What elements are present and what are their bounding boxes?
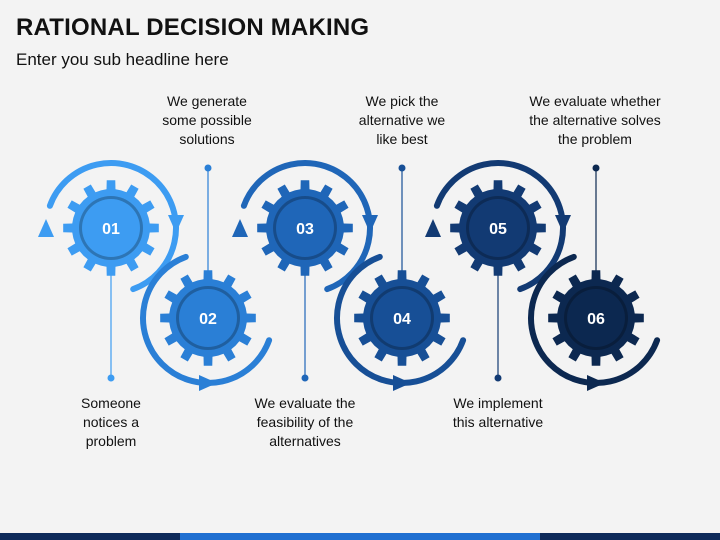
step-03-arrow-down [362, 215, 378, 233]
step-05-gear: 05 [450, 180, 546, 276]
step-04-gear: 04 [354, 270, 450, 366]
bottom-accent-bar [0, 533, 720, 540]
page-title: RATIONAL DECISION MAKING [16, 14, 370, 41]
step-02-arc [140, 253, 273, 386]
step-03-number: 03 [296, 221, 314, 238]
step-05-number: 05 [489, 221, 507, 238]
step-02-connector-dot [204, 164, 212, 172]
bottom-bar-left [0, 533, 180, 540]
gear-03-center [276, 199, 334, 257]
bottom-bar-middle [180, 533, 540, 540]
step-04-number: 04 [393, 311, 411, 328]
step-02-caption: We generate some possible solutions [162, 93, 252, 147]
step-02-arrow-right [199, 375, 217, 391]
step-03-arrow-up [232, 219, 248, 237]
step-06-arrow-right [587, 375, 605, 391]
step-02-number: 02 [199, 311, 217, 328]
page-subtitle: Enter you sub headline here [16, 50, 229, 69]
step-06-arc [528, 253, 661, 386]
step-05-arrow-up [425, 219, 441, 237]
step-04-caption: We pick the alternative we like best [358, 93, 446, 147]
step-01-arrow-up [38, 219, 54, 237]
step-01-caption: Someone notices a problem [81, 395, 141, 449]
step-06-gear: 06 [548, 270, 644, 366]
step-05-arc [433, 160, 566, 293]
step-01-arc [46, 160, 179, 293]
step-04-connector-dot [398, 164, 406, 172]
step-05-arrow-down [555, 215, 571, 233]
step-05-caption: We implement this alternative [452, 395, 544, 430]
gear-01-center [82, 199, 140, 257]
step-03-arc [240, 160, 373, 293]
step-03-connector-dot [301, 374, 309, 382]
gear-06-center [567, 289, 625, 347]
step-06-connector-dot [592, 164, 600, 172]
step-06-number: 06 [587, 311, 605, 328]
step-01-number: 01 [102, 221, 120, 238]
step-05-connector-dot [494, 374, 502, 382]
step-03-gear: 03 [257, 180, 353, 276]
step-01-arrow-down [168, 215, 184, 233]
step-06-caption: We evaluate whether the alternative solv… [529, 93, 661, 147]
step-04-arrow-right [393, 375, 411, 391]
bottom-bar-right [540, 533, 720, 540]
step-02-gear: 02 [160, 270, 256, 366]
step-04-arc [334, 253, 467, 386]
step-01-gear: 01 [63, 180, 159, 276]
step-01-connector-dot [107, 374, 115, 382]
gear-02-center [179, 289, 237, 347]
gear-05-center [469, 199, 527, 257]
gear-04-center [373, 289, 431, 347]
step-03-caption: We evaluate the feasibility of the alter… [254, 395, 356, 449]
